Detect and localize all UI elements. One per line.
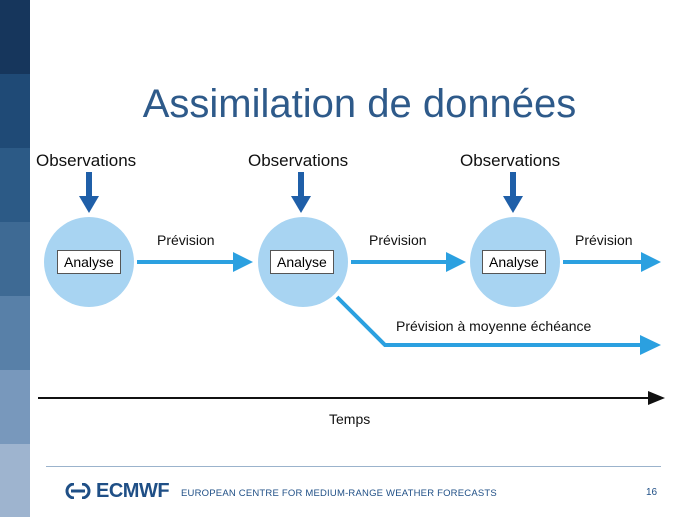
left-decorative-bar <box>0 0 30 517</box>
ecmwf-logo: ECMWF <box>64 479 170 502</box>
prevision-label-1: Prévision <box>157 232 215 248</box>
time-axis-arrow <box>38 391 665 405</box>
prevision-label-3: Prévision <box>575 232 633 248</box>
observation-arrow-3 <box>503 172 523 213</box>
ecmwf-logo-icon <box>65 483 91 499</box>
analyse-box-3: Analyse <box>482 250 546 274</box>
medium-range-forecast-arrow <box>335 295 661 355</box>
observation-arrow-1 <box>79 172 99 213</box>
forecast-arrow-3 <box>563 252 661 272</box>
analyse-box-2: Analyse <box>270 250 334 274</box>
prevision-label-2: Prévision <box>369 232 427 248</box>
observations-label-3: Observations <box>460 151 561 170</box>
organization-name: EUROPEAN CENTRE FOR MEDIUM-RANGE WEATHER… <box>181 488 497 499</box>
observations-label-1: Observations <box>36 151 137 170</box>
page-number: 16 <box>646 487 658 498</box>
logo-text: ECMWF <box>96 479 170 502</box>
time-axis-label: Temps <box>329 411 371 427</box>
forecast-arrow-2 <box>351 252 466 272</box>
observation-arrow-2 <box>291 172 311 213</box>
forecast-arrow-1 <box>137 252 253 272</box>
footer-divider <box>46 466 661 467</box>
observations-label-2: Observations <box>248 151 349 170</box>
slide-title: Assimilation de données <box>142 82 577 126</box>
analyse-box-1: Analyse <box>57 250 121 274</box>
medium-range-label: Prévision à moyenne échéance <box>396 318 592 334</box>
